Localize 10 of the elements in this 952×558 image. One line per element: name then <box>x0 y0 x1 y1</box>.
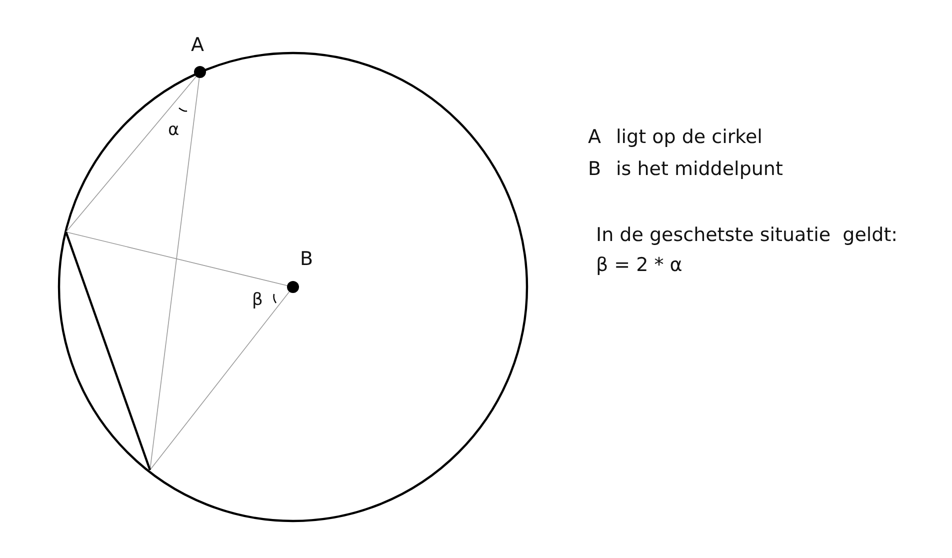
point-label: B <box>300 250 314 269</box>
note-text: is het middelpunt <box>616 160 783 179</box>
point-label: A <box>588 128 601 147</box>
note-text: ligt op de cirkel <box>616 128 762 147</box>
angle-label: α <box>168 122 180 139</box>
note-text: In de geschetste situatie geldt: <box>596 226 898 245</box>
point-label: B <box>588 160 602 179</box>
angle-label: β <box>252 292 263 309</box>
point-label: A <box>191 36 204 55</box>
formula-text: β = 2 * α <box>596 256 682 275</box>
